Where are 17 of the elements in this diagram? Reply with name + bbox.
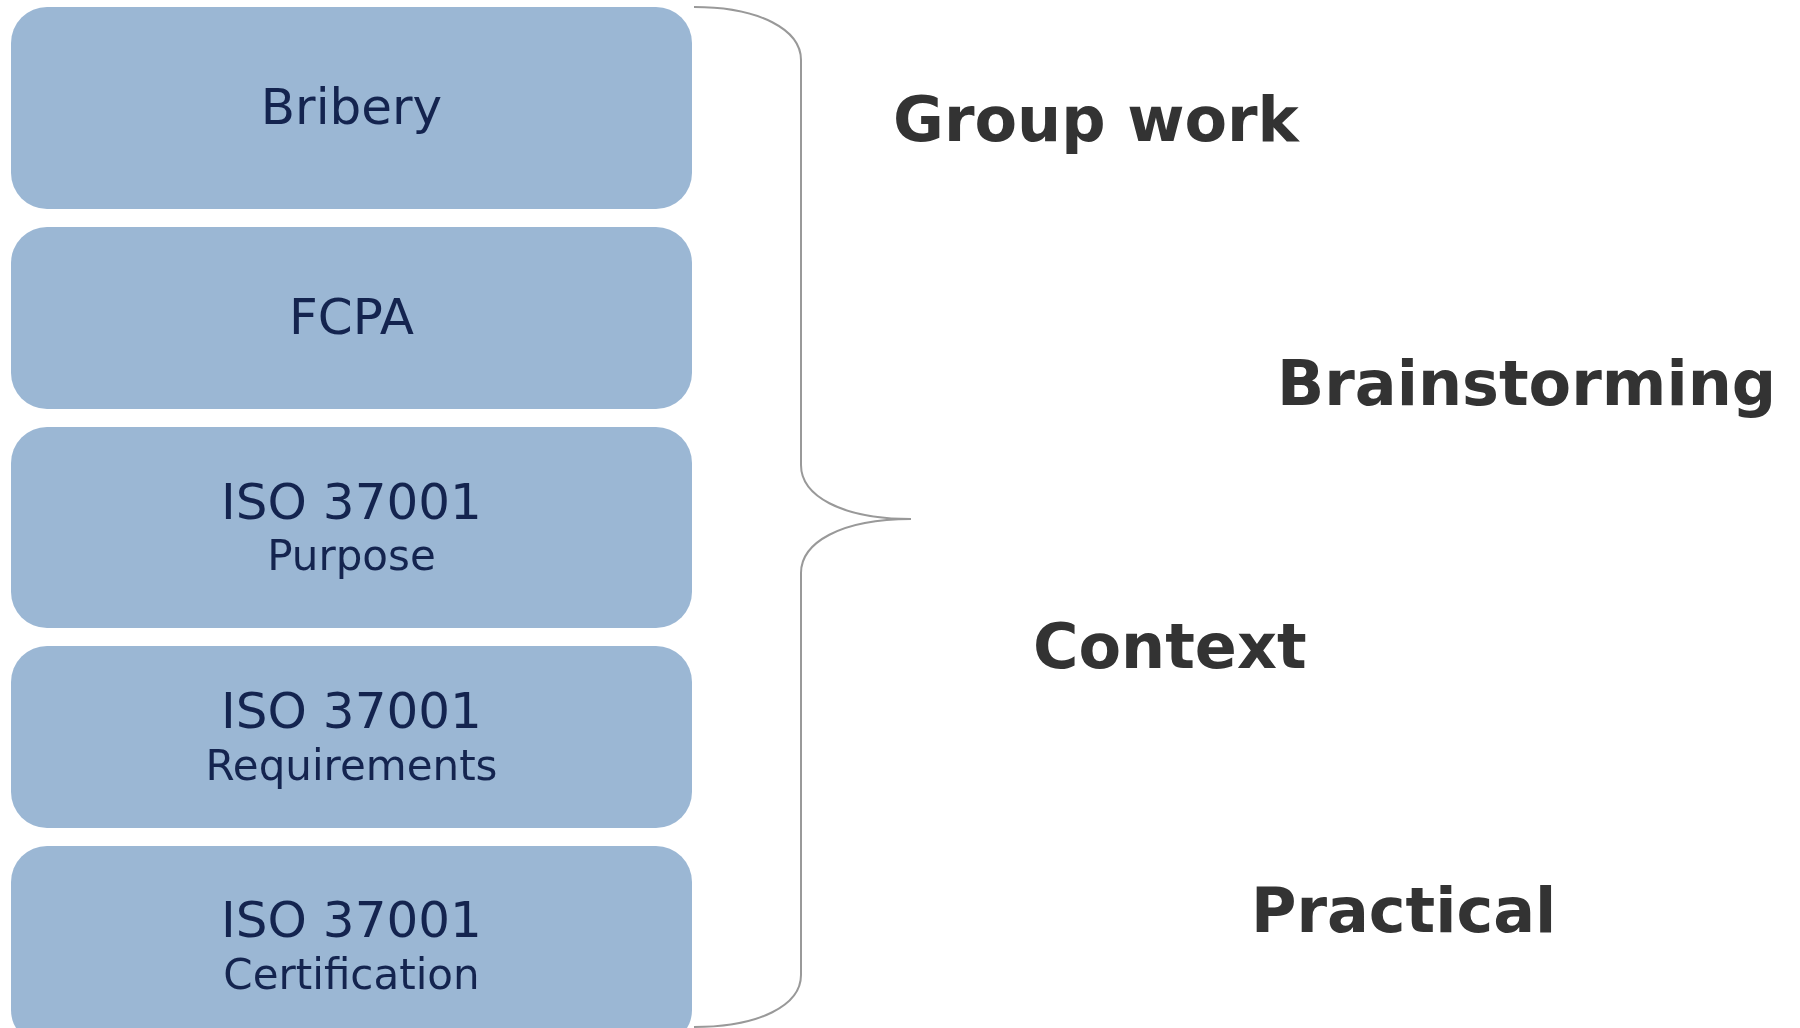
topic-title: ISO 37001 [221, 892, 482, 950]
topic-box [11, 646, 692, 828]
topic-subtitle: Purpose [267, 531, 436, 582]
topic-box [11, 427, 692, 628]
activity-label: Group work [893, 82, 1299, 156]
topic-title: ISO 37001 [221, 473, 482, 532]
topic-title: ISO 37001 [221, 683, 482, 741]
activity-label: Practical [1251, 873, 1557, 947]
topic-title: Bribery [260, 79, 443, 137]
topic-box [11, 227, 692, 409]
activity-label: Brainstorming [1277, 346, 1777, 420]
activity-label: Context [1033, 609, 1307, 683]
topic-box [11, 7, 692, 209]
topic-subtitle: Requirements [205, 740, 498, 791]
topic-box [11, 846, 692, 1028]
topic-title: FCPA [289, 289, 414, 347]
topic-subtitle: Certification [223, 949, 480, 1000]
